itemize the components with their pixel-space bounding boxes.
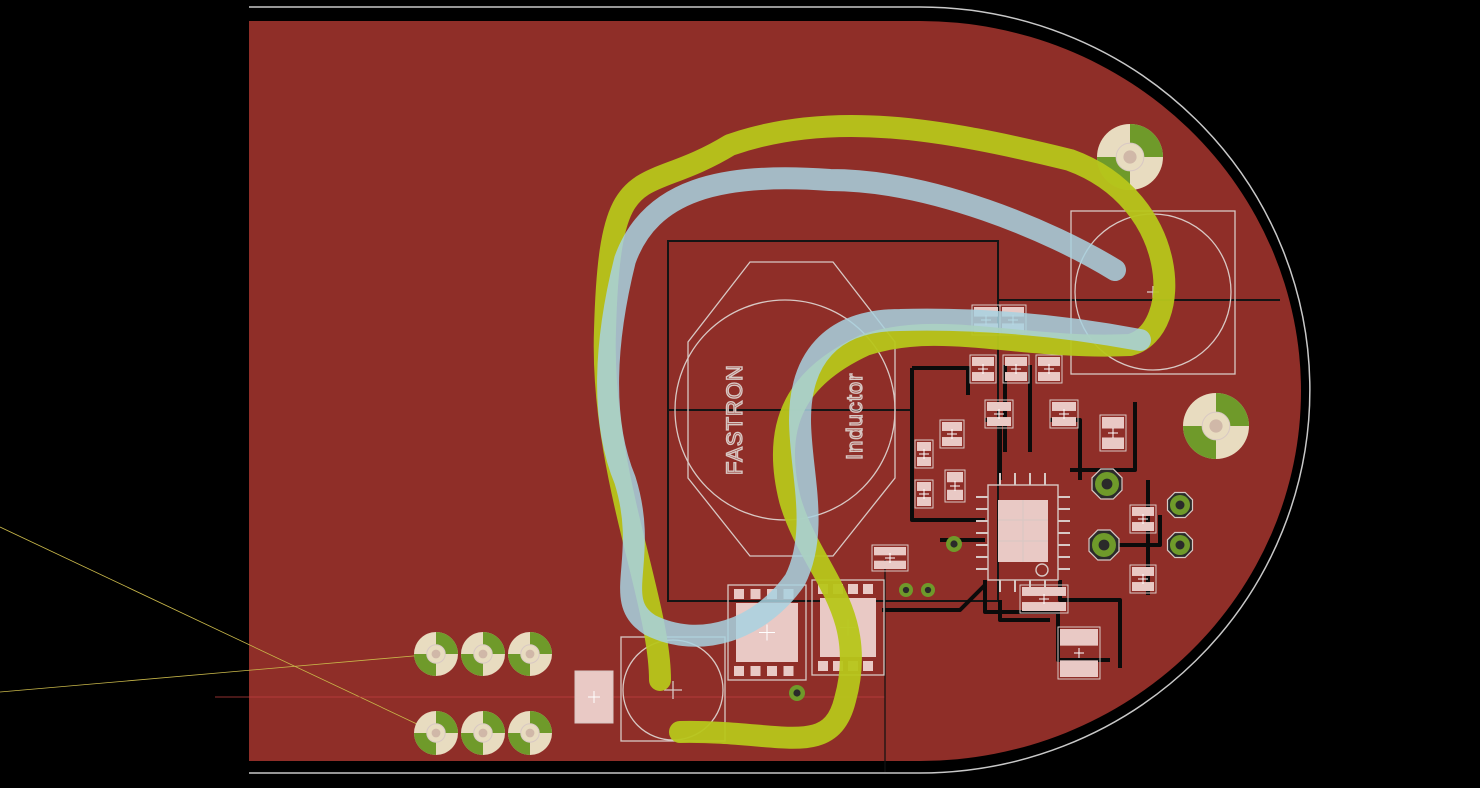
via xyxy=(1166,531,1194,559)
signal-traces xyxy=(882,365,1162,668)
smd-pad xyxy=(944,469,966,503)
airwires xyxy=(0,526,437,734)
smd-pad xyxy=(1035,354,1063,384)
smd-pad xyxy=(1019,584,1069,614)
through-hole-pad xyxy=(461,711,505,755)
via xyxy=(1088,529,1120,561)
smd-pad xyxy=(984,399,1014,429)
smd-pad xyxy=(969,354,997,384)
smd-pad xyxy=(871,544,909,572)
smd-pad xyxy=(1099,414,1127,452)
smd-pad xyxy=(1129,504,1157,534)
through-hole-pad xyxy=(1183,393,1249,459)
through-hole-pad xyxy=(414,632,458,676)
annotation-blue-stroke xyxy=(597,167,1151,647)
smd-pad xyxy=(1129,564,1157,594)
annotation-yellow-stroke xyxy=(593,114,1176,749)
smd-pad xyxy=(914,479,934,509)
through-hole-pad xyxy=(414,711,458,755)
via xyxy=(899,583,913,597)
via xyxy=(921,583,935,597)
via xyxy=(946,536,962,552)
board-outline xyxy=(249,6,1311,774)
smd-pad xyxy=(1057,626,1101,680)
through-hole-pad xyxy=(461,632,505,676)
smd-pad xyxy=(1002,354,1030,384)
inductor-brand-label: FASTRON xyxy=(722,364,747,475)
through-hole-pad xyxy=(508,632,552,676)
smd-components xyxy=(727,304,1157,681)
ic-chip xyxy=(976,473,1070,592)
inductor-value-label: Inductor xyxy=(842,373,867,461)
smd-pad xyxy=(914,439,934,469)
via xyxy=(1091,468,1123,500)
board-copper-pour xyxy=(249,21,1301,761)
smd-pad xyxy=(939,419,965,449)
through-hole-pad xyxy=(508,711,552,755)
via xyxy=(1166,491,1194,519)
inductor-silkscreen xyxy=(674,261,896,557)
smd-pad xyxy=(1049,399,1079,429)
via xyxy=(789,685,805,701)
